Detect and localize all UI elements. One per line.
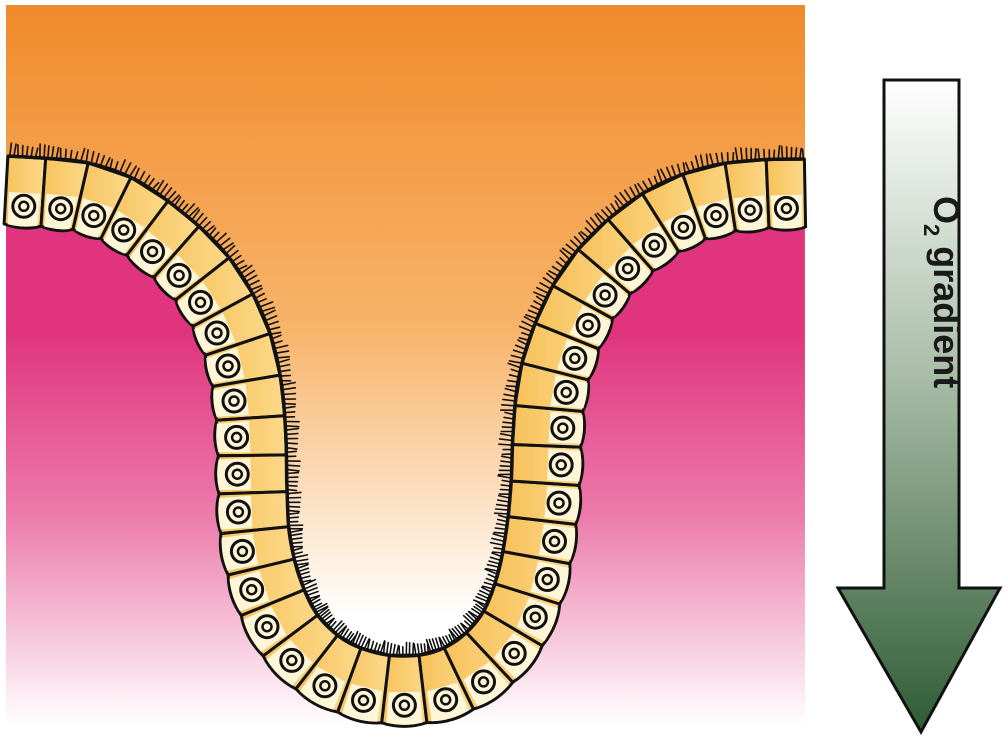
cell-nucleolus bbox=[56, 204, 65, 213]
cell-nucleolus bbox=[232, 433, 241, 442]
cell-nucleolus bbox=[746, 206, 755, 215]
cell-nucleolus bbox=[570, 354, 579, 363]
cell-nucleolus bbox=[119, 226, 128, 235]
cell-nucleolus bbox=[320, 681, 329, 690]
cell-nucleolus bbox=[89, 211, 98, 220]
cell-nucleolus bbox=[543, 575, 552, 584]
cell-nucleolus bbox=[557, 460, 566, 469]
cell-nucleolus bbox=[233, 470, 242, 479]
cell-nucleolus bbox=[782, 204, 791, 213]
cell-nucleolus bbox=[263, 622, 272, 631]
cell-nucleolus bbox=[531, 613, 540, 622]
cell-nucleolus bbox=[650, 241, 659, 250]
cell-nucleolus bbox=[679, 223, 688, 232]
oxygen-gradient-arrow: O2 gradient bbox=[838, 80, 1000, 732]
cell-nucleolus bbox=[479, 677, 488, 686]
cell-nucleolus bbox=[247, 585, 256, 594]
cell-nucleolus bbox=[712, 211, 721, 220]
arrow-shape bbox=[838, 80, 1000, 732]
cell-nucleolus bbox=[230, 397, 239, 406]
arrow-label-o: O bbox=[926, 196, 967, 224]
cell-nucleolus bbox=[238, 547, 247, 556]
cell-nucleolus bbox=[550, 537, 559, 546]
cell-nucleolus bbox=[562, 388, 571, 397]
cell-nucleolus bbox=[359, 696, 368, 705]
cell-nucleolus bbox=[148, 247, 157, 256]
cell-nucleolus bbox=[584, 321, 593, 330]
cell-nucleolus bbox=[510, 649, 519, 658]
cell-nucleolus bbox=[287, 656, 296, 665]
arrow-label-subscript: 2 bbox=[919, 224, 944, 236]
cell-nucleolus bbox=[19, 202, 28, 211]
cell-nucleolus bbox=[234, 508, 243, 517]
cell-nucleolus bbox=[558, 424, 567, 433]
cell-nucleolus bbox=[555, 499, 564, 508]
cell-nucleolus bbox=[196, 298, 205, 307]
cell-nucleolus bbox=[623, 264, 632, 273]
cell-nucleolus bbox=[224, 362, 233, 371]
background-panel bbox=[5, 5, 805, 725]
cell-nucleolus bbox=[441, 695, 450, 704]
cell-nucleolus bbox=[175, 271, 184, 280]
cell-nucleolus bbox=[213, 329, 222, 338]
cell-nucleolus bbox=[400, 701, 409, 710]
cell-nucleolus bbox=[601, 291, 610, 300]
arrow-label-rest: gradient bbox=[926, 236, 967, 388]
